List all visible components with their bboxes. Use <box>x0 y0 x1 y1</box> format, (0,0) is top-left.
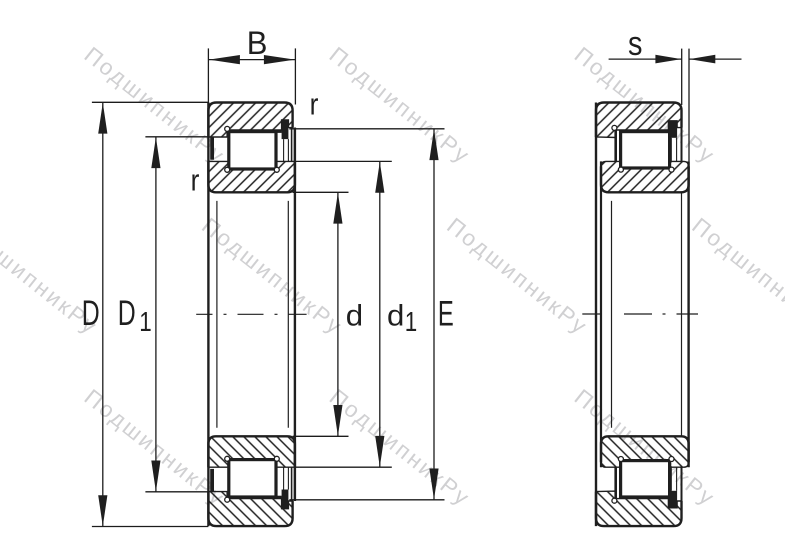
svg-text:r: r <box>310 88 319 122</box>
svg-text:s: s <box>628 24 642 63</box>
svg-text:d: d <box>346 299 363 332</box>
svg-text:1: 1 <box>139 307 151 338</box>
svg-text:d: d <box>387 299 404 332</box>
svg-text:B: B <box>247 24 268 61</box>
svg-text:1: 1 <box>405 307 417 338</box>
svg-text:D: D <box>82 294 100 333</box>
svg-text:E: E <box>438 295 454 334</box>
svg-text:D: D <box>118 294 136 333</box>
svg-text:r: r <box>191 164 200 198</box>
